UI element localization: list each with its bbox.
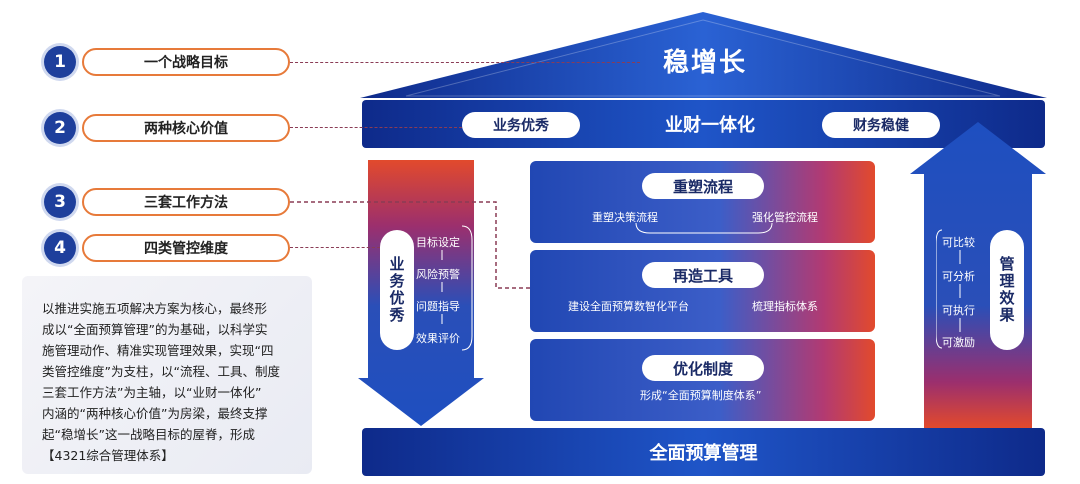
base-foundation: 全面预算管理 [362,428,1045,476]
left-pillar-item: 目标设定 [416,236,460,249]
note-line: 内涵的“两种核心价值”为房梁，最终支撑 [42,406,268,421]
card-title: 优化制度 [642,355,764,381]
card-center-text: 形成“全面预算制度体系” [640,389,762,402]
note-line: 三套工作方法”为主轴，以“业财一体化” [42,385,262,400]
connector-1 [290,62,640,63]
connector-3 [290,201,530,289]
right-pillar-item: 可比较 [942,236,975,249]
label-number: 2 [44,112,76,144]
label-number: 3 [44,186,76,218]
connector-2 [290,127,462,128]
note-line: 成以“全面预算管理”的为基础，以科学实 [42,322,268,337]
label-number: 4 [44,232,76,264]
note-line: 施管理动作、精准实现管理效果，实现“四 [42,343,274,358]
card-system: 优化制度 形成“全面预算制度体系” [530,339,875,421]
label-number: 1 [44,46,76,78]
right-pillar-arrows [936,229,961,349]
card-left-text: 重塑决策流程 [592,211,658,224]
card-right-text: 强化管控流程 [752,211,818,224]
left-pillar-item: 问题指导 [416,300,460,313]
note-line: 以推进实施五项解决方案为核心，最终形 [42,301,268,316]
right-pillar-item: 可分析 [942,270,975,283]
note-line: 【4321综合管理体系】 [42,448,174,463]
roof [360,12,1047,98]
right-pillar-item: 可激励 [942,336,975,349]
left-pillar-title: 业务优秀 [380,230,414,350]
card-right-text: 梳理指标体系 [752,300,818,313]
description-note: 以推进实施五项解决方案为核心，最终形 成以“全面预算管理”的为基础，以科学实 施… [22,276,312,474]
left-pillar-item: 效果评价 [416,332,460,345]
card-process: 重塑流程 重塑决策流程 强化管控流程 [530,161,875,243]
card-title: 再造工具 [642,262,764,288]
note-line: 类管控维度”为支柱，以“流程、工具、制度 [42,364,280,379]
left-pillar-arrow [358,160,484,426]
right-pillar-arrow [910,122,1046,428]
label-control-dimensions: 四类管控维度 [82,234,290,262]
label-strategic-goal: 一个战略目标 [82,48,290,76]
connector-4 [290,247,380,248]
left-pillar-list: 目标设定 风险预警 问题指导 效果评价 [414,218,474,358]
label-work-methods: 三套工作方法 [82,188,290,216]
note-line: 起“稳增长”这一战略目标的屋脊，形成 [42,427,255,442]
right-pillar-list: 可比较 可分析 可执行 可激励 [936,222,990,352]
loop-arrows [635,222,773,234]
beam-title: 业财一体化 [665,115,755,136]
left-pillar-arrows [441,225,473,351]
left-pillar-item: 风险预警 [416,268,460,281]
card-title: 重塑流程 [642,173,764,199]
roof-title: 稳增长 [662,48,747,78]
card-left-text: 建设全面预算数智化平台 [568,300,689,313]
card-tools: 再造工具 建设全面预算数智化平台 梳理指标体系 [530,250,875,332]
beam-right-pill: 财务稳健 [822,112,940,138]
label-core-values: 两种核心价值 [82,114,290,142]
right-pillar-title: 管理效果 [990,230,1024,350]
beam-left-pill: 业务优秀 [462,112,580,138]
right-pillar-item: 可执行 [942,304,975,317]
